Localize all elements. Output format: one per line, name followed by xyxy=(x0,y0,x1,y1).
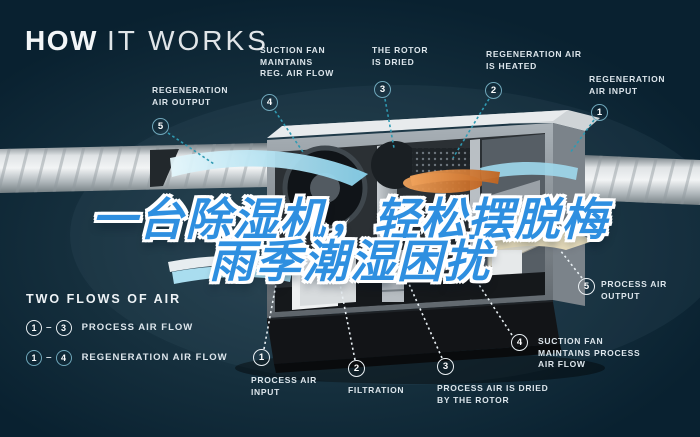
badge-process-air-dried: 3 xyxy=(437,358,454,375)
label-process-air-dried: PROCESS AIR IS DRIED BY THE ROTOR xyxy=(437,383,549,405)
bottom-leader-lines xyxy=(263,249,583,361)
headline-line2: 雨季潮湿困扰 xyxy=(208,236,491,287)
badge-regeneration-air-input: 1 xyxy=(591,104,608,121)
badge-suction-fan-process: 4 xyxy=(511,334,528,351)
legend-dash-2: – xyxy=(46,352,52,363)
legend-dash-1: – xyxy=(46,322,52,333)
title-word-bold: HOW xyxy=(25,25,98,56)
machine-base xyxy=(267,302,560,364)
badge-regeneration-air-heated: 2 xyxy=(485,82,502,99)
legend-badge-4: 4 xyxy=(55,349,72,366)
regeneration-air-ribbon xyxy=(480,162,578,180)
label-suction-fan-process: SUCTION FAN MAINTAINS PROCESS AIR FLOW xyxy=(538,336,641,370)
legend-two-flows: TWO FLOWS OF AIR 1 – 3 PROCESS AIR FLOW … xyxy=(26,292,228,366)
airflow-ribbons xyxy=(168,150,596,284)
label-rotor-dried: THE ROTOR IS DRIED xyxy=(372,45,429,67)
label-regeneration-air-input: REGENERATION AIR INPUT xyxy=(589,74,666,96)
legend-row-regeneration: 1 – 4 REGENERATION AIR FLOW xyxy=(26,349,228,366)
legend-label-process: PROCESS AIR FLOW xyxy=(81,322,194,333)
label-process-air-input: PROCESS AIR INPUT xyxy=(251,375,317,397)
title-word-light: IT WORKS xyxy=(106,25,269,56)
badge-regeneration-air-output: 5 xyxy=(152,118,169,135)
machine-top-face xyxy=(267,110,568,138)
legend-badge-1b: 1 xyxy=(26,349,42,366)
page-title: HOW IT WORKS xyxy=(25,25,269,57)
legend-badge-3: 3 xyxy=(55,319,72,336)
badge-process-air-output: 5 xyxy=(578,278,595,295)
badge-rotor-dried: 3 xyxy=(374,81,391,98)
exit-ribbon-white xyxy=(168,256,290,272)
badge-process-air-input: 1 xyxy=(253,349,270,366)
right-duct xyxy=(584,155,700,205)
label-regeneration-air-output: REGENERATION AIR OUTPUT xyxy=(152,85,229,107)
legend-row-process: 1 – 3 PROCESS AIR FLOW xyxy=(26,319,228,336)
label-process-air-output: PROCESS AIR OUTPUT xyxy=(601,279,667,301)
badge-filtration: 2 xyxy=(348,360,365,377)
top-leader-lines xyxy=(167,98,595,165)
output-air-ribbon xyxy=(486,228,596,252)
exit-ribbon-blue xyxy=(172,266,292,284)
process-air-ribbon xyxy=(170,150,368,186)
badge-suction-fan-reg: 4 xyxy=(261,94,278,111)
legend-label-regeneration: REGENERATION AIR FLOW xyxy=(81,352,228,363)
label-regeneration-air-heated: REGENERATION AIR IS HEATED xyxy=(486,49,582,71)
legend-heading: TWO FLOWS OF AIR xyxy=(26,292,182,306)
heated-air-ribbon xyxy=(410,169,500,186)
label-suction-fan-reg: SUCTION FAN MAINTAINS REG. AIR FLOW xyxy=(260,45,334,79)
label-filtration: FILTRATION xyxy=(348,385,405,395)
headline-line1: 一台除湿机，轻松摆脱梅 xyxy=(91,194,609,245)
legend-badge-1a: 1 xyxy=(26,319,42,336)
